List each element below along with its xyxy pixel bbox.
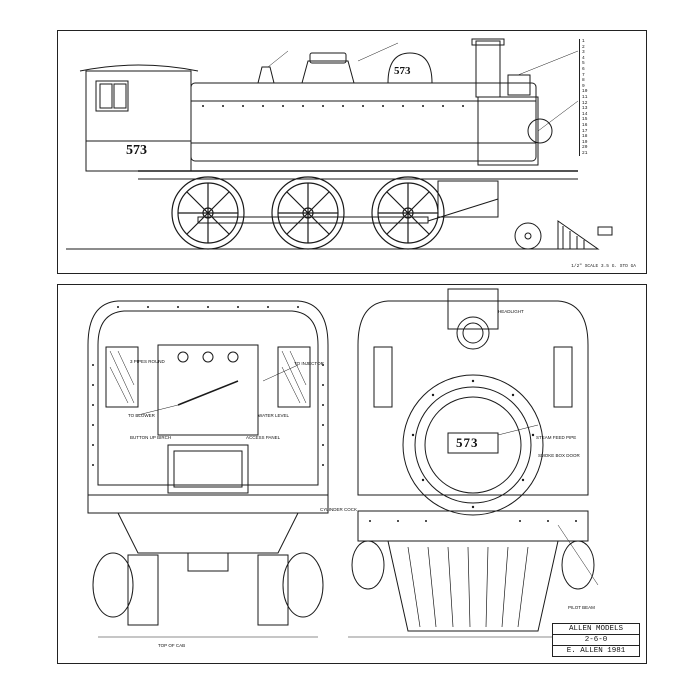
scale-note: 1/2" SCALE 3.5 G. STD GA bbox=[571, 264, 636, 269]
part-list-item: 8 bbox=[582, 78, 585, 84]
front-note: PILOT BEAM bbox=[568, 605, 595, 610]
front-window-left bbox=[373, 346, 393, 408]
cab-rear-window-left bbox=[105, 346, 139, 408]
part-list-item: 6 bbox=[582, 66, 585, 72]
cab-number: 573 bbox=[126, 143, 147, 158]
dome-number: 573 bbox=[394, 65, 411, 77]
part-list-item: 21 bbox=[582, 150, 588, 156]
part-list-item: 1 bbox=[582, 39, 585, 44]
title-company: ALLEN MODELS bbox=[553, 624, 639, 635]
rear-note: WATER LEVEL bbox=[258, 413, 290, 418]
side-elevation-sheet: 573 573 1 2 3 4 5 6 7 8 9 10 11 12 13 14… bbox=[57, 30, 647, 274]
rear-note: 3 PIPES ROUND bbox=[130, 359, 165, 364]
end-views-drawing bbox=[87, 288, 599, 638]
leader-lines bbox=[267, 42, 579, 132]
part-list-item: 20 bbox=[582, 145, 588, 151]
part-list-item: 12 bbox=[582, 100, 588, 106]
part-list-item: 18 bbox=[582, 134, 588, 140]
side-elevation-drawing bbox=[66, 38, 613, 250]
rivet-row bbox=[202, 105, 464, 107]
pilot-front bbox=[387, 540, 559, 632]
rear-note: BUTTON UP BIRCH bbox=[130, 435, 172, 440]
front-note: CYLINDER COCK bbox=[320, 507, 358, 512]
part-list-item: 14 bbox=[582, 111, 588, 117]
part-list-item: 2 bbox=[582, 44, 585, 50]
stack-front bbox=[447, 288, 499, 330]
smokestack bbox=[475, 40, 501, 98]
rear-view bbox=[87, 300, 329, 638]
front-note: HEADLIGHT bbox=[498, 309, 524, 314]
firebox-door bbox=[167, 444, 249, 494]
part-list-item: 7 bbox=[582, 72, 585, 78]
smokebox bbox=[477, 96, 539, 166]
tender-deck bbox=[87, 494, 329, 514]
headlight bbox=[507, 74, 531, 96]
front-wheel-left bbox=[351, 540, 385, 590]
driver-wheels bbox=[171, 176, 445, 250]
part-list: 1 2 3 4 5 6 7 8 9 10 11 12 13 14 15 16 1… bbox=[579, 39, 640, 157]
pilot bbox=[557, 220, 600, 250]
smokebox-front bbox=[402, 374, 544, 516]
headlight-front bbox=[456, 316, 490, 350]
pony-truck-wheel bbox=[514, 222, 542, 250]
part-list-item: 16 bbox=[582, 122, 588, 128]
rear-wheel-right bbox=[282, 552, 324, 618]
rear-frame bbox=[117, 512, 299, 554]
part-list-item: 19 bbox=[582, 139, 588, 145]
part-list-item: 11 bbox=[582, 94, 588, 100]
part-list-item: 17 bbox=[582, 128, 588, 134]
cab-rear-outline bbox=[87, 300, 329, 496]
end-views-sheet: 3 PIPES ROUND TO INJECTOR TO BLOWER BUTT… bbox=[57, 284, 647, 664]
cab-roof bbox=[79, 64, 199, 72]
rear-note: TO INJECTOR bbox=[294, 361, 324, 366]
rear-rivets bbox=[92, 306, 324, 466]
part-list-item: 10 bbox=[582, 89, 588, 95]
steam-dome bbox=[301, 60, 355, 84]
side-rod bbox=[197, 216, 429, 224]
rear-note: ACCESS PANEL bbox=[246, 435, 281, 440]
backhead bbox=[157, 344, 259, 436]
coupler bbox=[597, 226, 613, 236]
part-list-item: 13 bbox=[582, 106, 588, 112]
rear-note: TOP OF CAB bbox=[158, 643, 186, 648]
boiler bbox=[190, 82, 537, 162]
front-number-plate: 573 bbox=[456, 435, 479, 450]
sand-dome bbox=[387, 52, 433, 84]
part-list-item: 9 bbox=[582, 83, 585, 89]
part-list-item: 15 bbox=[582, 117, 588, 123]
rear-note: TO BLOWER bbox=[128, 413, 155, 418]
front-rivets bbox=[369, 379, 577, 522]
part-list-item: 3 bbox=[582, 50, 585, 56]
part-list-item: 4 bbox=[582, 55, 585, 61]
cab-rear-window-right bbox=[277, 346, 311, 408]
cylinder bbox=[437, 180, 499, 218]
title-block: ALLEN MODELS 2-6-0 E. ALLEN 1981 bbox=[552, 623, 640, 657]
rear-wheel-left bbox=[92, 552, 134, 618]
front-note: SMOKE BOX DOOR bbox=[538, 453, 580, 458]
part-list-item: 5 bbox=[582, 61, 585, 67]
front-window-right bbox=[553, 346, 573, 408]
bell bbox=[257, 66, 275, 84]
title-author: E. ALLEN 1981 bbox=[566, 647, 626, 655]
front-note: STEAM FEED PIPE bbox=[536, 435, 577, 440]
cab-window bbox=[95, 80, 129, 112]
end-view-leaders bbox=[137, 364, 599, 586]
cab-front-outline bbox=[357, 300, 589, 496]
number-plate bbox=[447, 432, 499, 454]
title-arrangement: 2-6-0 bbox=[553, 635, 639, 646]
front-view bbox=[348, 288, 598, 638]
front-wheel-right bbox=[561, 540, 595, 590]
